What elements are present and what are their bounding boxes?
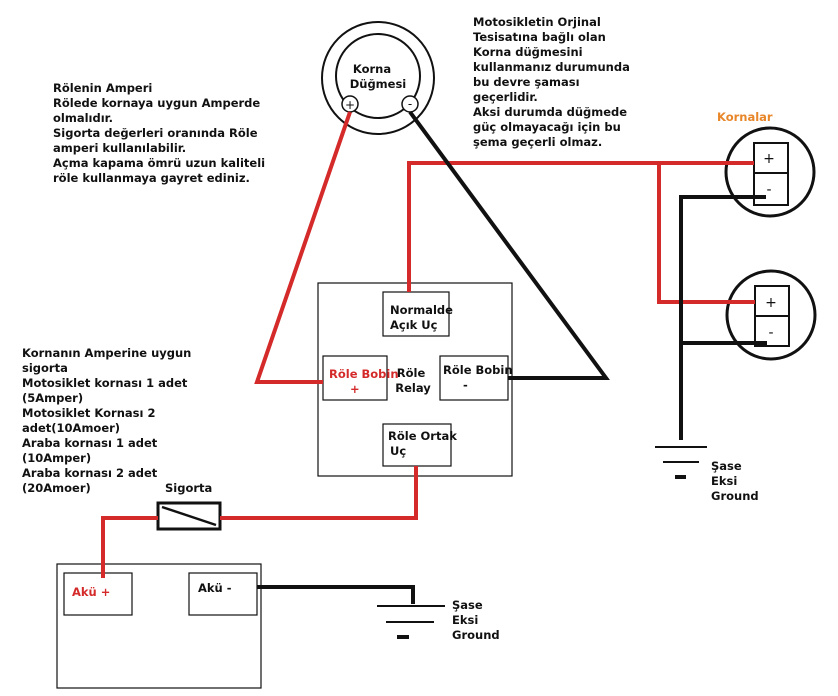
positive-wires	[101, 111, 755, 578]
fuse-label: Sigorta	[165, 481, 212, 495]
note-relay-line: olmalıdır.	[53, 111, 113, 125]
note-relay-line: Sigorta değerleri oranında Röle	[53, 126, 258, 140]
battery-plus-label: Akü +	[72, 585, 110, 599]
note-wiring-line: kullanmanız durumunda	[473, 60, 630, 74]
ground-right-label-3: Ground	[711, 489, 759, 503]
note-fuse-line: adet(10Amoer)	[22, 421, 120, 435]
battery-minus-terminal	[188, 572, 258, 616]
relay-common-label-1: Röle Ortak	[388, 429, 457, 443]
relay-no-label-2: Açık Uç	[390, 318, 438, 332]
note-wiring-line: Motosikletin Orjinal	[473, 15, 601, 29]
relay-coil-minus-terminal	[439, 355, 509, 401]
note-fuse-line: Araba kornası 1 adet	[22, 436, 158, 450]
horn-1: + -	[724, 126, 816, 218]
horn-button-plus-sign: +	[345, 98, 355, 112]
horn-button-label-2: Düğmesi	[350, 77, 407, 91]
wire-battery-minus-to-ground	[257, 585, 415, 604]
note-fuse-line: Araba kornası 2 adet	[22, 466, 158, 480]
relay-label-2: Relay	[395, 381, 431, 395]
note-relay-line: amperi kullanılabilir.	[53, 141, 186, 155]
note-wiring-line: Aksi durumda düğmede	[473, 105, 627, 119]
wire-horn-1-minus-to-ground	[679, 195, 766, 440]
wire-button-minus-to-coil-minus	[408, 110, 610, 380]
wire-relay-no-to-horn-1	[407, 161, 754, 292]
fuse-element	[161, 505, 217, 527]
note-fuse-line: Motosiklet kornası 1 adet	[22, 376, 188, 390]
relay-coil-plus-label-1: Röle Bobin	[329, 367, 399, 381]
note-relay-line: Rölede kornaya uygun Amperde	[53, 96, 260, 110]
note-fuse-line: (10Amper)	[22, 451, 91, 465]
note-wiring-line: geçerlidir.	[473, 90, 538, 104]
note-wiring-line: bu devre şaması	[473, 75, 580, 89]
note-fuse-amperage: Kornanın Amperine uygun sigorta Motosikl…	[22, 346, 191, 495]
horn-2-minus: -	[768, 325, 773, 341]
ground-wires	[257, 110, 767, 604]
relay-common-label-2: Uç	[390, 444, 406, 458]
wire-branch-to-horn-2	[657, 163, 755, 304]
horn-1-minus: -	[766, 182, 771, 198]
note-fuse-line: sigorta	[22, 361, 68, 375]
note-relay-line: Rölenin Amperi	[53, 81, 152, 95]
wire-button-plus-to-coil-plus	[254, 111, 352, 384]
wire-battery-plus-to-fuse	[101, 516, 158, 578]
ground-bottom-label-2: Eksi	[452, 613, 478, 627]
ground-bottom-label-3: Ground	[452, 628, 500, 642]
note-original-wiring: Motosikletin Orjinal Tesisatına bağlı ol…	[473, 15, 630, 149]
relay-normally-open-terminal	[382, 291, 450, 337]
horn-1-plus: +	[763, 151, 775, 167]
note-fuse-line: Kornanın Amperine uygun	[22, 346, 191, 360]
note-wiring-line: Tesisatına bağlı olan	[473, 30, 606, 44]
horn-2: + -	[725, 269, 817, 361]
relay-coil-plus-terminal	[322, 355, 388, 401]
note-relay-line: Açma kapama ömrü uzun kaliteli	[53, 156, 265, 170]
note-fuse-line: Motosiklet Kornası 2	[22, 406, 155, 420]
wire-fuse-to-relay-common	[220, 466, 418, 520]
ground-right-label-1: Şase	[711, 459, 742, 473]
relay-coil-minus-label-2: -	[463, 378, 468, 392]
relay-no-label-1: Normalde	[390, 303, 453, 317]
note-relay-amperage: Rölenin Amperi Rölede kornaya uygun Ampe…	[53, 81, 265, 185]
horn-button: Korna Düğmesi + -	[321, 21, 435, 135]
note-wiring-line: güç olmayacağı için bu	[473, 120, 621, 134]
ground-symbol-bottom	[377, 605, 445, 639]
note-relay-line: röle kullanmaya gayret ediniz.	[53, 171, 250, 185]
ground-symbol-right	[655, 446, 707, 479]
ground-right-label-2: Eksi	[711, 474, 737, 488]
battery-plus-terminal	[63, 572, 133, 616]
note-fuse-line: (20Amoer)	[22, 481, 91, 495]
note-fuse-line: (5Amper)	[22, 391, 83, 405]
ground-bottom-label-1: Şase	[452, 598, 483, 612]
note-wiring-line: Korna düğmesini	[473, 45, 583, 59]
horn-button-inner-ring	[335, 33, 421, 119]
relay-coil-minus-label-1: Röle Bobin	[443, 363, 513, 377]
relay-coil-plus-label-2: +	[350, 382, 360, 396]
horns-title: Kornalar	[717, 110, 773, 124]
note-wiring-line: şema geçerli olmaz.	[473, 135, 602, 149]
relay-label-1: Röle	[397, 366, 426, 380]
horn-button-label-1: Korna	[353, 62, 391, 76]
horn-2-plus: +	[765, 295, 777, 311]
horn-button-minus-sign: -	[408, 97, 412, 111]
battery-minus-label: Akü -	[198, 581, 232, 595]
